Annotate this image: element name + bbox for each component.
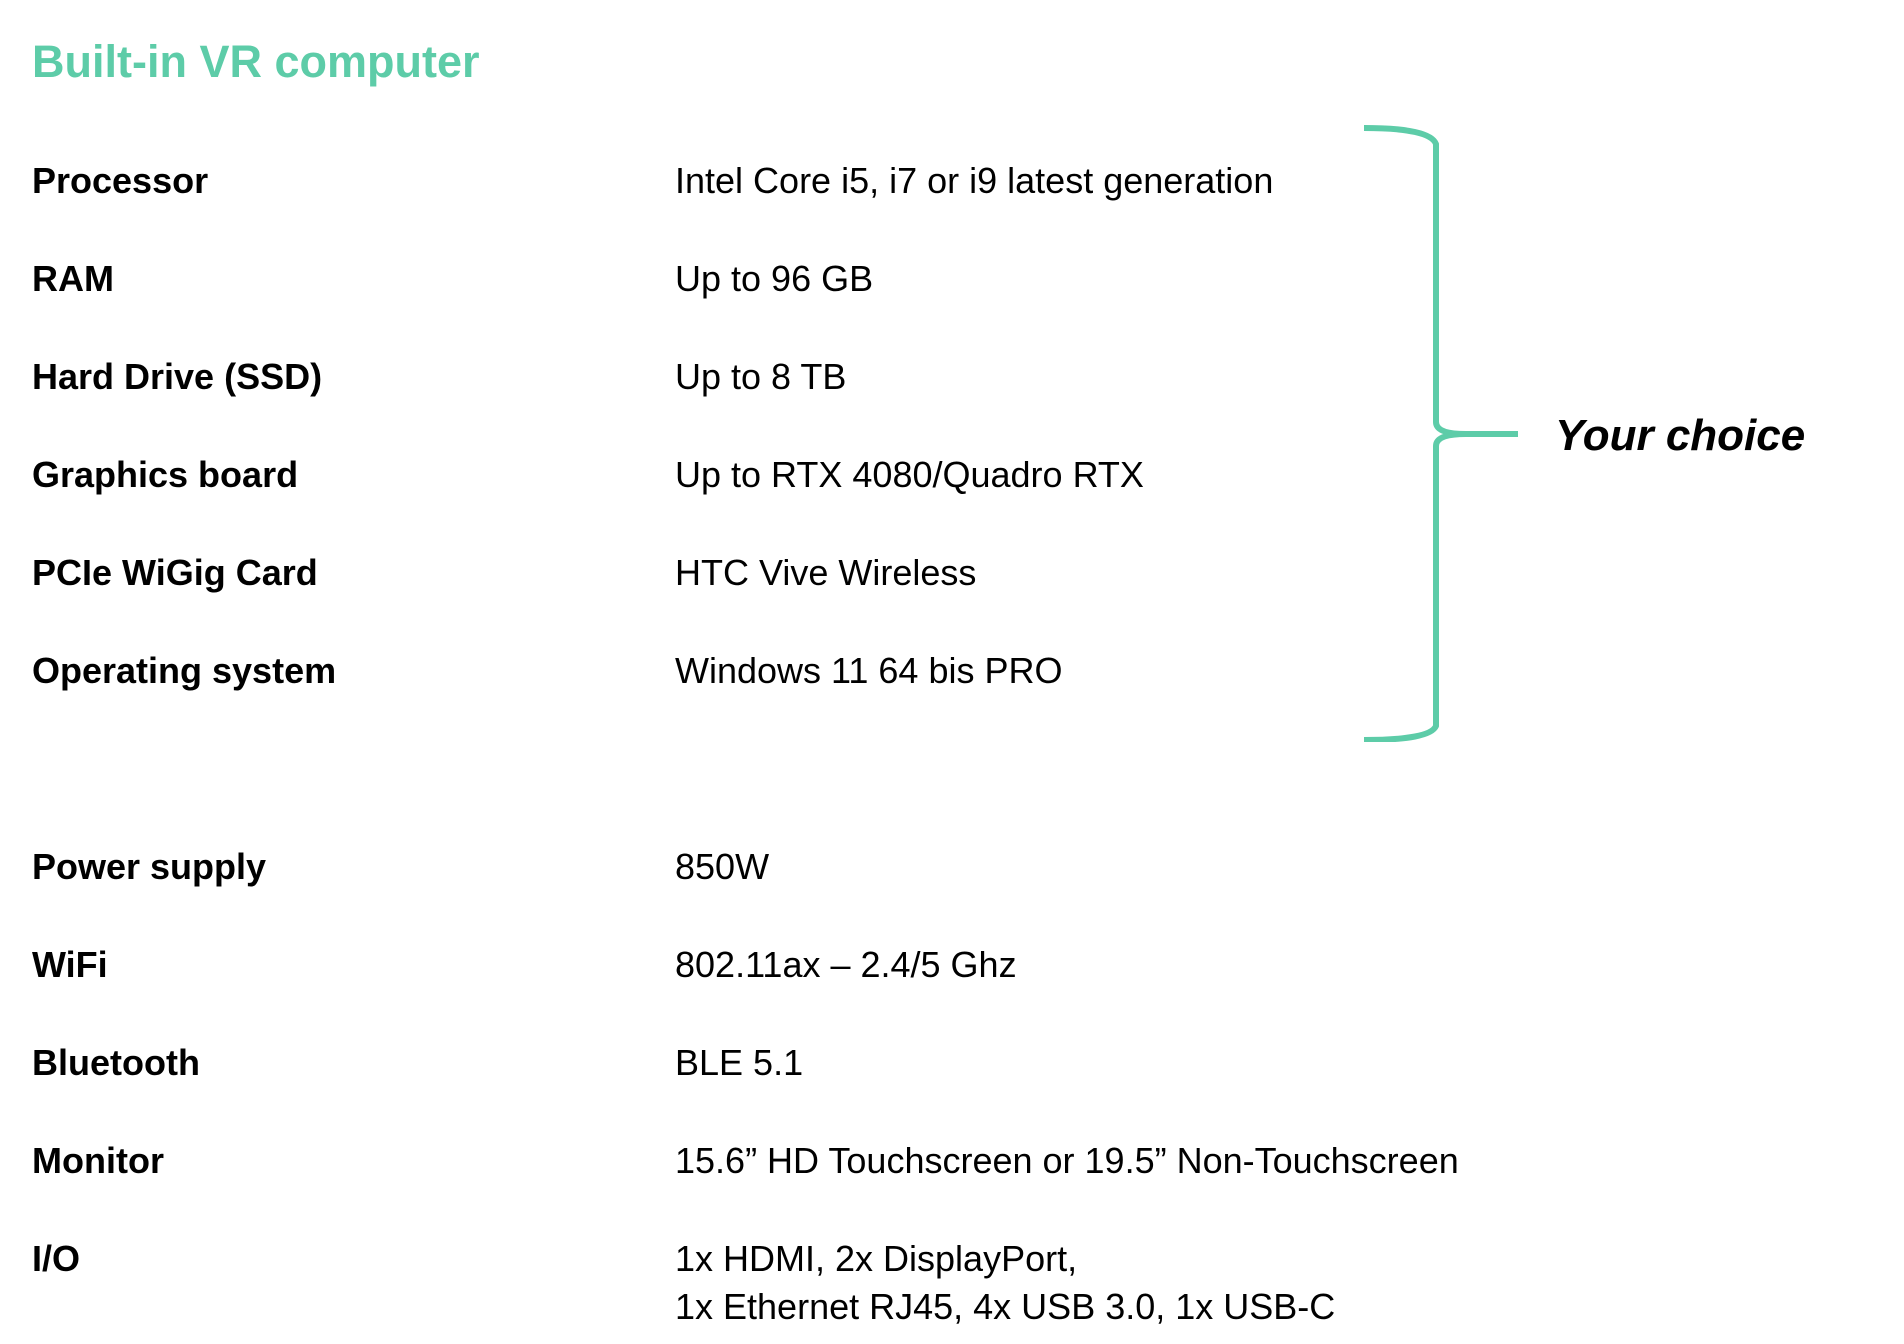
spec-value: BLE 5.1: [675, 1042, 804, 1083]
spec-label: Bluetooth: [32, 1042, 200, 1083]
spec-value: 802.11ax – 2.4/5 Ghz: [675, 944, 1017, 985]
spec-row-ram: RAM Up to 96 GB: [0, 255, 1904, 315]
spec-label: Monitor: [32, 1140, 164, 1181]
spec-row-operating-system: Operating system Windows 11 64 bis PRO: [0, 647, 1904, 707]
spec-value: Up to RTX 4080/Quadro RTX: [675, 454, 1144, 495]
spec-row-wigig-card: PCIe WiGig Card HTC Vive Wireless: [0, 549, 1904, 609]
spec-label: RAM: [32, 258, 114, 299]
spec-row-power-supply: Power supply 850W: [0, 843, 1904, 903]
spec-row-processor: Processor Intel Core i5, i7 or i9 latest…: [0, 157, 1904, 217]
your-choice-label: Your choice: [1555, 411, 1806, 460]
curly-brace-icon: [1363, 125, 1518, 742]
spec-label: WiFi: [32, 944, 108, 985]
spec-value: Up to 96 GB: [675, 258, 874, 299]
spec-row-io: I/O 1x HDMI, 2x DisplayPort, 1x Ethernet…: [0, 1235, 1904, 1335]
spec-row-hard-drive: Hard Drive (SSD) Up to 8 TB: [0, 353, 1904, 413]
page-title: Built-in VR computer: [32, 36, 480, 87]
spec-label: I/O: [32, 1238, 81, 1279]
spec-row-wifi: WiFi 802.11ax – 2.4/5 Ghz: [0, 941, 1904, 1001]
spec-label: Operating system: [32, 650, 337, 691]
spec-label: Processor: [32, 160, 209, 201]
spec-row-graphics-board: Graphics board Up to RTX 4080/Quadro RTX: [0, 451, 1904, 511]
spec-value: 15.6” HD Touchscreen or 19.5” Non-Touchs…: [675, 1140, 1459, 1181]
spec-value: HTC Vive Wireless: [675, 552, 977, 593]
spec-value: Windows 11 64 bis PRO: [675, 650, 1063, 691]
spec-label: Graphics board: [32, 454, 299, 495]
spec-row-bluetooth: Bluetooth BLE 5.1: [0, 1039, 1904, 1099]
spec-value-line: 1x Ethernet RJ45, 4x USB 3.0, 1x USB-C: [675, 1286, 1336, 1327]
spec-label: Power supply: [32, 846, 267, 887]
spec-row-monitor: Monitor 15.6” HD Touchscreen or 19.5” No…: [0, 1137, 1904, 1197]
spec-label: PCIe WiGig Card: [32, 552, 318, 593]
spec-value: 850W: [675, 846, 770, 887]
spec-value: Up to 8 TB: [675, 356, 847, 397]
spec-value: Intel Core i5, i7 or i9 latest generatio…: [675, 160, 1274, 201]
spec-label: Hard Drive (SSD): [32, 356, 323, 397]
spec-value: 1x HDMI, 2x DisplayPort, 1x Ethernet RJ4…: [675, 1235, 1335, 1331]
spec-value-line: 1x HDMI, 2x DisplayPort,: [675, 1238, 1078, 1279]
